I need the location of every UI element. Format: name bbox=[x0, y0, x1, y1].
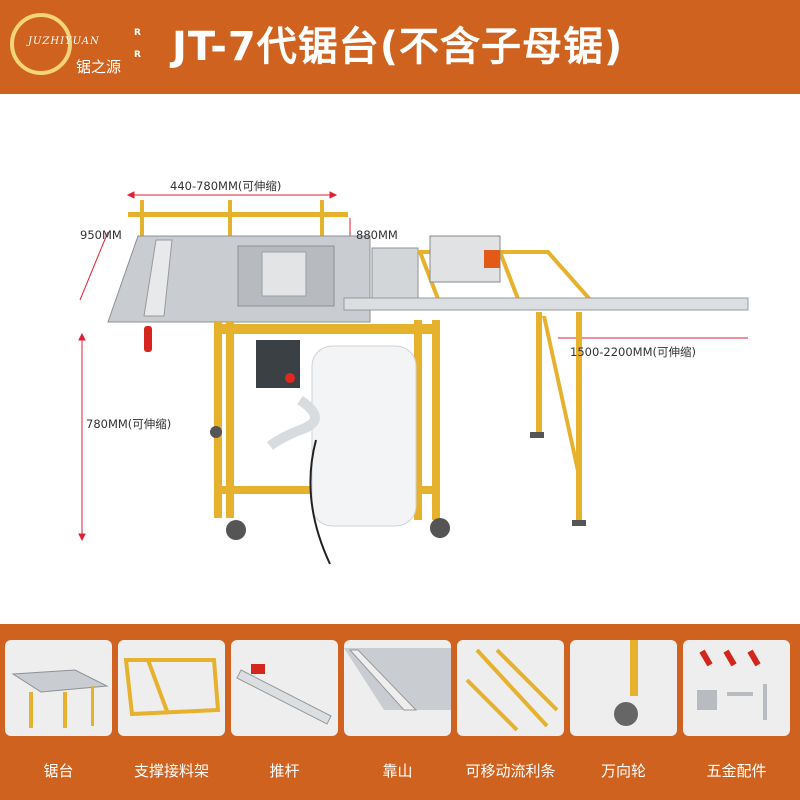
hardware-icon bbox=[697, 649, 767, 720]
saw-table-illustration bbox=[78, 191, 749, 565]
accessory-thumbnails bbox=[5, 640, 797, 736]
logo-text-en: JUZHIYUAN bbox=[28, 36, 100, 47]
roller-rack-icon bbox=[465, 648, 559, 732]
caster-wheel-icon bbox=[614, 640, 638, 726]
registered-mark: R bbox=[134, 28, 141, 38]
header-banner: JUZHIYUAN 锯之源 R R JT-7代锯台(不含子母锯) bbox=[0, 0, 800, 94]
registered-mark: R bbox=[134, 50, 141, 60]
dimension-left-depth: 950MM bbox=[80, 228, 122, 242]
thumb-label: 万向轮 bbox=[600, 762, 646, 780]
dimension-rail-length: 1500-2200MM(可伸缩) bbox=[570, 345, 696, 359]
accessory-band: 锯台 支撑接料架 推杆 靠山 可移动流利条 万向轮 五金配件 bbox=[0, 624, 800, 800]
page-title: JT-7代锯台(不含子母锯) bbox=[172, 24, 624, 70]
thumb-saw-table[interactable] bbox=[5, 640, 112, 736]
dimension-top-width: 440-780MM(可伸缩) bbox=[170, 179, 282, 193]
brand-logo: JUZHIYUAN 锯之源 R R bbox=[8, 10, 148, 80]
fence-icon bbox=[344, 648, 451, 711]
thumb-label: 推杆 bbox=[269, 762, 300, 780]
thumb-support-frame[interactable] bbox=[118, 640, 225, 736]
thumb-label: 五金配件 bbox=[706, 762, 767, 780]
dimension-height: 780MM(可伸缩) bbox=[86, 417, 172, 431]
push-rod-icon bbox=[236, 664, 332, 725]
thumb-hardware[interactable] bbox=[683, 640, 790, 736]
thumb-roller-rack[interactable] bbox=[457, 640, 564, 736]
thumb-push-rod[interactable] bbox=[231, 640, 338, 736]
thumb-caster-wheel[interactable] bbox=[570, 640, 677, 736]
saw-blade-icon bbox=[10, 13, 72, 75]
thumb-label: 靠山 bbox=[382, 762, 413, 780]
thumb-label: 锯台 bbox=[43, 762, 74, 780]
product-illustration: 440-780MM(可伸缩) 950MM 880MM 1500-2200MM(可… bbox=[0, 94, 800, 624]
support-frame-icon bbox=[123, 658, 221, 717]
dimension-right-depth: 880MM bbox=[356, 228, 398, 242]
thumb-label: 支撑接料架 bbox=[133, 762, 209, 780]
thumb-label: 可移动流利条 bbox=[465, 762, 556, 780]
saw-table-icon bbox=[11, 669, 109, 728]
thumb-fence[interactable] bbox=[344, 640, 451, 736]
logo-text-cn: 锯之源 bbox=[76, 58, 122, 76]
